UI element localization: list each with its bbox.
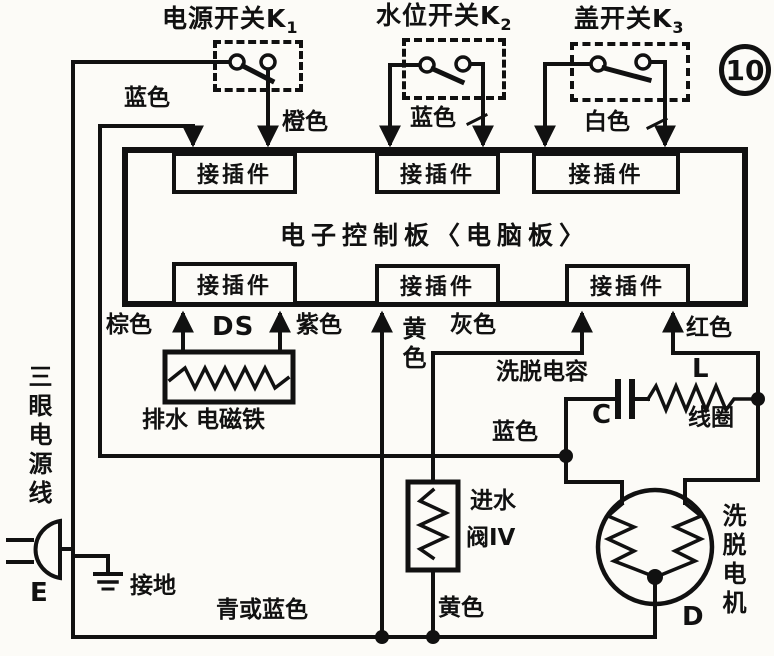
wire-label-blue-cap: 蓝色 bbox=[492, 419, 538, 445]
lid-switch-title: 盖开关K3 bbox=[574, 4, 685, 37]
motor-left-lead bbox=[564, 454, 624, 505]
wire-label-purple: 紫色 bbox=[296, 312, 342, 338]
connector-top-left: 接插件 bbox=[172, 152, 297, 194]
connector-top-right: 接插件 bbox=[532, 152, 680, 194]
coil-label: 线圈 bbox=[688, 405, 734, 431]
lid-switch-label: 盖开关K bbox=[574, 4, 673, 33]
capacitor-label: 洗脱电容 bbox=[496, 359, 588, 385]
ground-wire bbox=[71, 554, 110, 574]
wire-label-red: 红色 bbox=[686, 315, 732, 341]
drain-solenoid-designator: DS bbox=[212, 312, 255, 342]
wire-label-blue-top: 蓝色 bbox=[124, 85, 170, 111]
wire-label-orange: 橙色 bbox=[282, 109, 328, 135]
power-switch-title: 电源开关K1 bbox=[162, 4, 299, 37]
water-level-switch-label: 水位开关K bbox=[376, 1, 501, 30]
wire-label-gray: 灰色 bbox=[450, 312, 496, 338]
k3-callout-tick bbox=[645, 116, 669, 131]
motor-label: 洗脱电机 bbox=[718, 503, 746, 619]
power-switch-label: 电源开关K bbox=[162, 4, 287, 33]
capacitor-designator: C bbox=[592, 400, 613, 430]
power-plug-icon bbox=[6, 518, 62, 581]
drain-solenoid-symbol bbox=[162, 349, 296, 405]
ground-icon bbox=[93, 572, 123, 591]
connector-bottom-middle: 接插件 bbox=[375, 264, 500, 306]
connector-top-middle: 接插件 bbox=[375, 152, 500, 194]
motor-symbol bbox=[595, 487, 715, 607]
water-level-switch-sub: 2 bbox=[500, 15, 513, 34]
control-board-title: 电子控制板〈电脑板〉 bbox=[279, 221, 590, 250]
wire-label-white-k3: 白色 bbox=[584, 109, 630, 135]
power-cord-label: 三眼电源线 bbox=[24, 364, 52, 509]
red-wire bbox=[671, 351, 760, 401]
plug-designator: E bbox=[30, 578, 49, 608]
figure-number: 10 bbox=[725, 53, 765, 87]
connector-bottom-left: 接插件 bbox=[172, 262, 297, 306]
connector-bottom-right: 接插件 bbox=[565, 264, 690, 306]
power-switch-box bbox=[213, 40, 303, 92]
figure-number-badge: 10 bbox=[719, 44, 771, 96]
k2-callout-tick bbox=[465, 112, 489, 127]
inlet-valve-symbol bbox=[405, 479, 461, 573]
wire-label-brown: 棕色 bbox=[106, 312, 152, 338]
wire-label-blue-k2: 蓝色 bbox=[410, 105, 456, 131]
wire-label-bottom-left: 青或蓝色 bbox=[216, 597, 308, 623]
power-switch-sub: 1 bbox=[286, 18, 299, 37]
coil-designator: L bbox=[692, 354, 710, 384]
inlet-valve-label-line2: 阀IV bbox=[466, 525, 516, 551]
ground-label: 接地 bbox=[130, 573, 176, 599]
lid-switch-sub: 3 bbox=[672, 18, 685, 37]
motor-designator: D bbox=[682, 602, 705, 632]
wire-label-yellow-mid: 黄色 bbox=[398, 316, 426, 374]
inlet-valve-label-line1: 进水 bbox=[470, 488, 516, 514]
water-level-switch-title: 水位开关K2 bbox=[376, 1, 513, 34]
drain-solenoid-label: 排水 电磁铁 bbox=[142, 407, 266, 433]
water-level-switch-box bbox=[402, 38, 506, 100]
wire-label-yellow-bottom: 黄色 bbox=[438, 595, 484, 621]
lid-switch-box bbox=[570, 42, 690, 102]
